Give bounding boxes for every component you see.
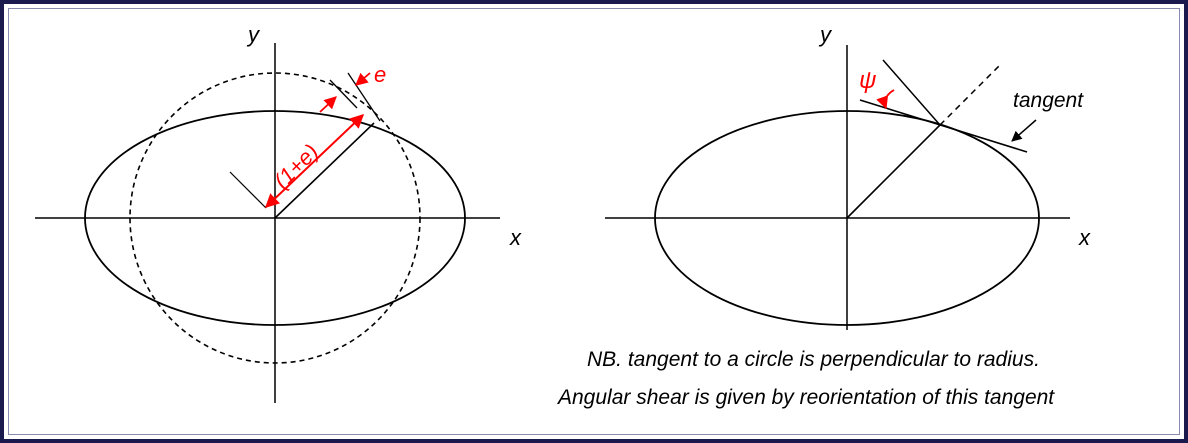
left-length-arrow — [264, 114, 365, 208]
right-angle-arc-arrow — [876, 89, 895, 110]
left-circle-tangent — [329, 79, 358, 109]
right-tangent-pointer — [1011, 119, 1037, 142]
right-original-normal — [882, 59, 941, 126]
right-radius-extension — [939, 64, 1001, 126]
frame-inner-border — [8, 8, 1180, 435]
left-e-arrow-lower — [319, 96, 337, 113]
right-angle-label: ψ — [859, 67, 876, 94]
right-y-axis-label: y — [818, 22, 833, 47]
right-strain-ellipse — [654, 110, 1040, 326]
note-line-1: NB. tangent to a circle is perpendicular… — [587, 348, 1040, 371]
right-tangent-label: tangent — [1013, 89, 1084, 112]
left-original-circle — [129, 72, 421, 364]
right-x-axis-label: x — [1078, 225, 1091, 250]
left-diagram: y x e (1+e) — [35, 22, 522, 403]
left-length-label: (1+e) — [269, 139, 323, 193]
left-e-arrow-upper — [355, 72, 371, 86]
left-y-axis-label: y — [246, 22, 261, 47]
note-line-2: Angular shear is given by reorientation … — [558, 386, 1055, 409]
left-strain-label: e — [374, 62, 386, 87]
left-x-axis-label: x — [509, 225, 522, 250]
left-ellipse-tangent — [347, 72, 381, 122]
left-extension-tick — [229, 171, 267, 209]
left-strain-ellipse — [84, 110, 466, 326]
right-diagram: y x ψ tangent — [605, 22, 1091, 330]
right-radius-line — [846, 124, 941, 219]
